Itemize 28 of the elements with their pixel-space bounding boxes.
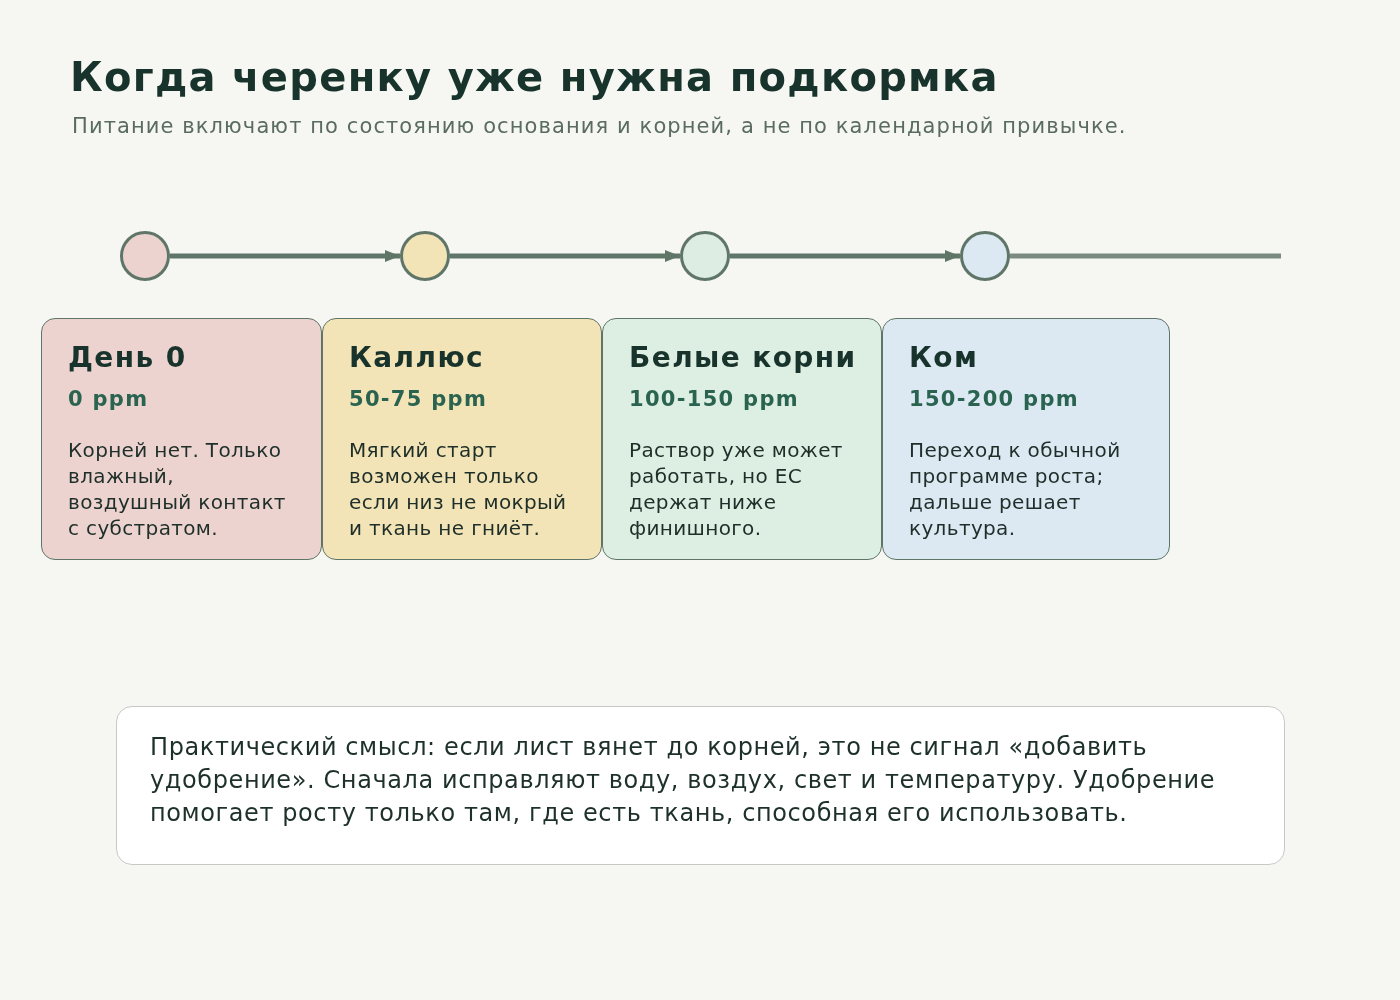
stage-circle	[680, 231, 730, 281]
stage-title: Белые корни	[629, 341, 857, 375]
title: Когда черенку уже нужна подкормка	[70, 53, 999, 101]
arrow	[170, 250, 400, 262]
stage-description: Переход к обычной программе роста; дальше решает культура.	[909, 437, 1122, 541]
stage-title: День 0	[68, 341, 187, 375]
stage-title: Каллюс	[349, 341, 484, 375]
stage-circle	[960, 231, 1010, 281]
arrow	[450, 250, 680, 262]
stage-description: Корней нет. Только влажный, воздушный контакт с субстратом.	[68, 437, 287, 541]
subtitle: Питание включают по состоянию основания и корней, а не по календарной привычке.	[72, 113, 1127, 139]
stage-title: Ком	[909, 341, 979, 375]
arrow	[730, 250, 960, 262]
stage-card	[602, 318, 882, 560]
ppm-range: 150-200 ppm	[909, 386, 1079, 413]
note-card	[116, 706, 1285, 865]
stage-circle	[120, 231, 170, 281]
stage-description: Мягкий старт возможен только если низ не мокрый и ткань не гниёт.	[349, 437, 568, 541]
ppm-range: 100-150 ppm	[629, 386, 799, 413]
note-text: Практический смысл: если лист вянет до корней, это не сигнал «добавить удобрение». Сначала исправляют воду, воздух, свет и температуру. Удобрение помогает росту только там, где есть ткань, способная его использовать.	[150, 732, 1217, 829]
ppm-range: 0 ppm	[68, 386, 149, 413]
stage-card	[322, 318, 602, 560]
stage-circle	[400, 231, 450, 281]
ppm-range: 50-75 ppm	[349, 386, 488, 413]
stage-card	[41, 318, 322, 560]
stage-card	[882, 318, 1170, 560]
stage-description: Раствор уже может работать, но EC держат ниже финишного.	[629, 437, 844, 541]
timeline-line	[1010, 253, 1281, 259]
